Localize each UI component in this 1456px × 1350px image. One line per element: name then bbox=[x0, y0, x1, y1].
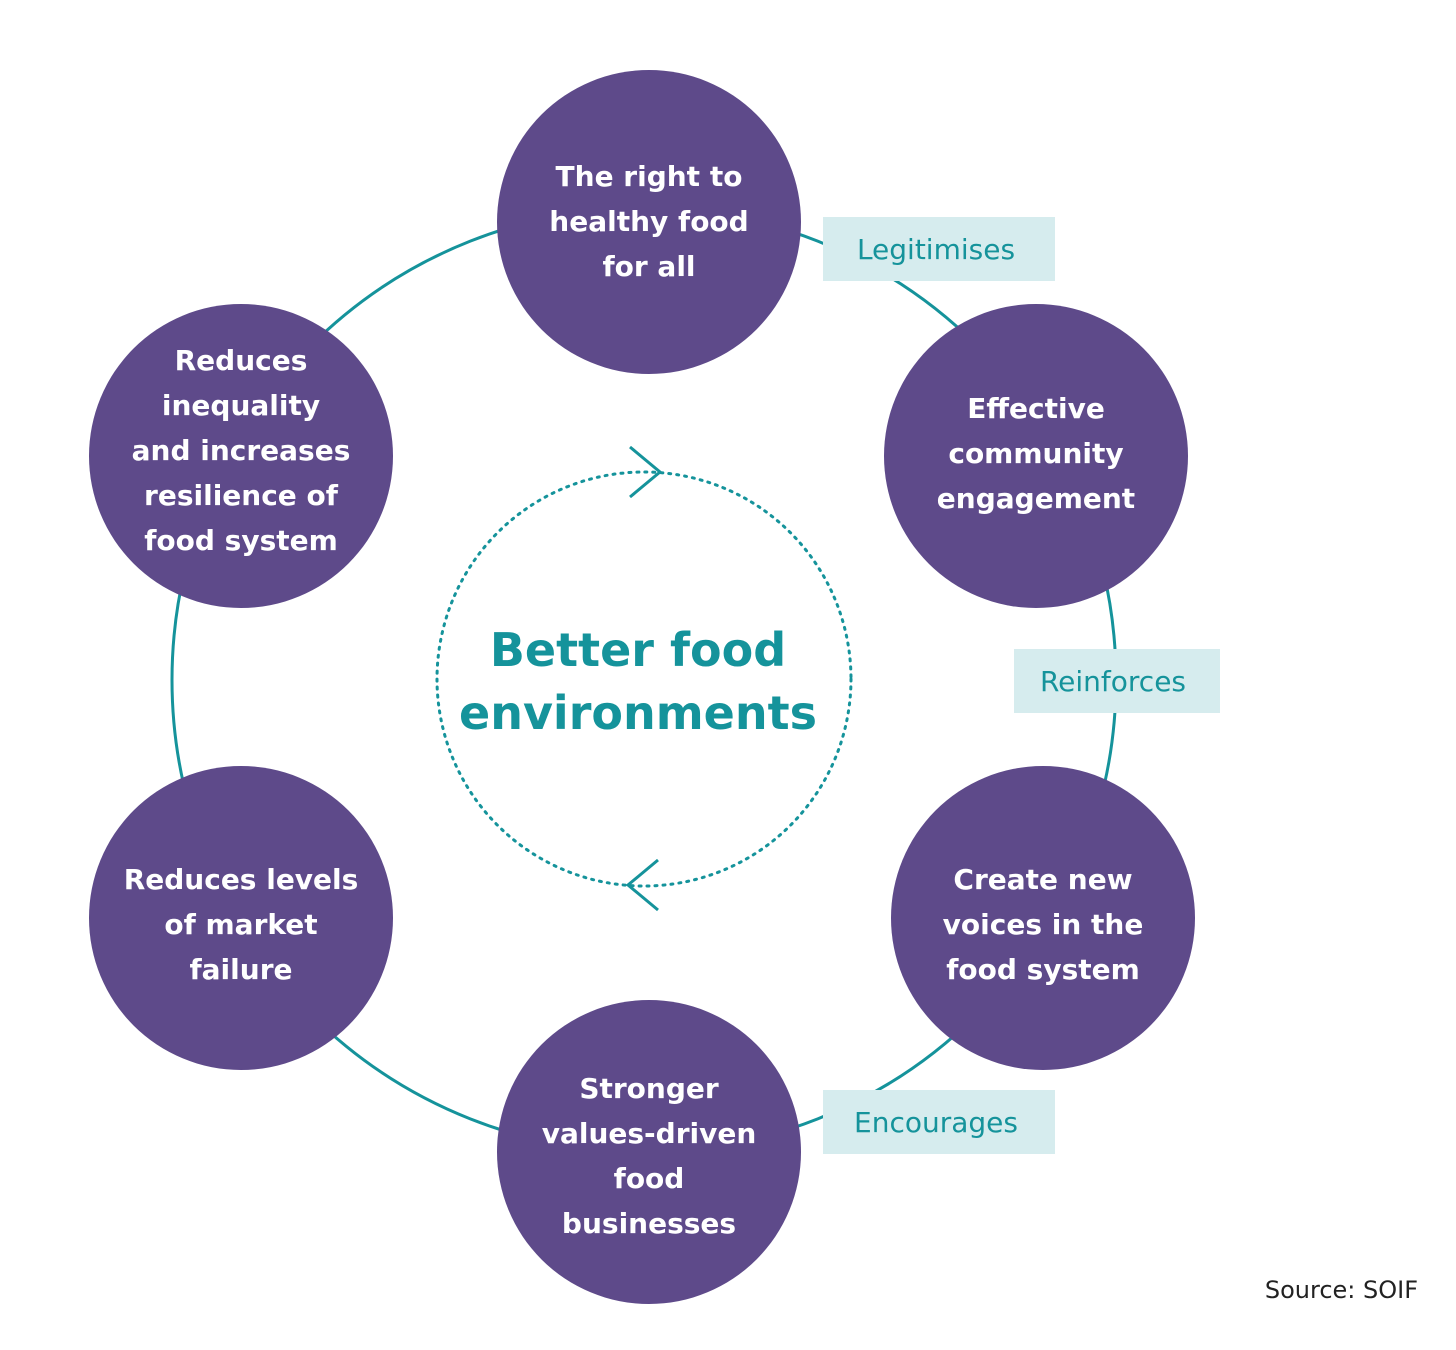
node-values-driven: Stronger values-driven food businesses bbox=[497, 1000, 801, 1304]
inner-cycle-dotted bbox=[435, 470, 853, 888]
edge-label-encourages: Encourages bbox=[823, 1090, 1055, 1154]
svg-text:engagement: engagement bbox=[937, 482, 1135, 515]
svg-text:for all: for all bbox=[602, 250, 695, 283]
svg-text:Create new: Create new bbox=[953, 863, 1132, 896]
node-right-to-food: The right to healthy food for all bbox=[497, 70, 801, 374]
cycle-arrow-top-icon bbox=[629, 445, 663, 499]
node-new-voices: Create new voices in the food system bbox=[891, 766, 1195, 1070]
svg-text:Effective: Effective bbox=[967, 392, 1105, 425]
svg-text:businesses: businesses bbox=[562, 1207, 736, 1240]
center-title-line1: Better food bbox=[490, 623, 786, 677]
svg-text:food: food bbox=[614, 1162, 685, 1195]
svg-text:Reduces: Reduces bbox=[175, 344, 308, 377]
center-title-line2: environments bbox=[459, 686, 817, 740]
edge-label-legitimises: Legitimises bbox=[823, 217, 1055, 281]
svg-text:Stronger: Stronger bbox=[579, 1072, 719, 1105]
svg-text:Legitimises: Legitimises bbox=[857, 233, 1015, 266]
svg-text:voices in the: voices in the bbox=[943, 908, 1144, 941]
svg-text:resilience of: resilience of bbox=[144, 479, 339, 512]
node-market-failure: Reduces levels of market failure bbox=[89, 766, 393, 1070]
node-community-engagement: Effective community engagement bbox=[884, 304, 1188, 608]
svg-text:of market: of market bbox=[164, 908, 317, 941]
svg-text:community: community bbox=[948, 437, 1123, 470]
svg-text:Reduces levels: Reduces levels bbox=[124, 863, 359, 896]
edge-label-reinforces: Reinforces bbox=[1014, 649, 1220, 713]
svg-text:Reinforces: Reinforces bbox=[1040, 665, 1186, 698]
svg-text:values-driven: values-driven bbox=[542, 1117, 757, 1150]
svg-text:food system: food system bbox=[946, 953, 1140, 986]
svg-text:inequality: inequality bbox=[162, 389, 320, 422]
svg-text:Encourages: Encourages bbox=[854, 1106, 1018, 1139]
svg-text:healthy food: healthy food bbox=[549, 205, 748, 238]
svg-text:food system: food system bbox=[144, 524, 338, 557]
cycle-arrow-bottom-icon bbox=[625, 858, 659, 912]
svg-text:and increases: and increases bbox=[132, 434, 351, 467]
svg-text:The right to: The right to bbox=[556, 160, 743, 193]
svg-text:failure: failure bbox=[189, 953, 292, 986]
source-caption: Source: SOIF bbox=[1264, 1276, 1418, 1304]
node-reduces-inequality: Reduces inequality and increases resilie… bbox=[89, 304, 393, 608]
